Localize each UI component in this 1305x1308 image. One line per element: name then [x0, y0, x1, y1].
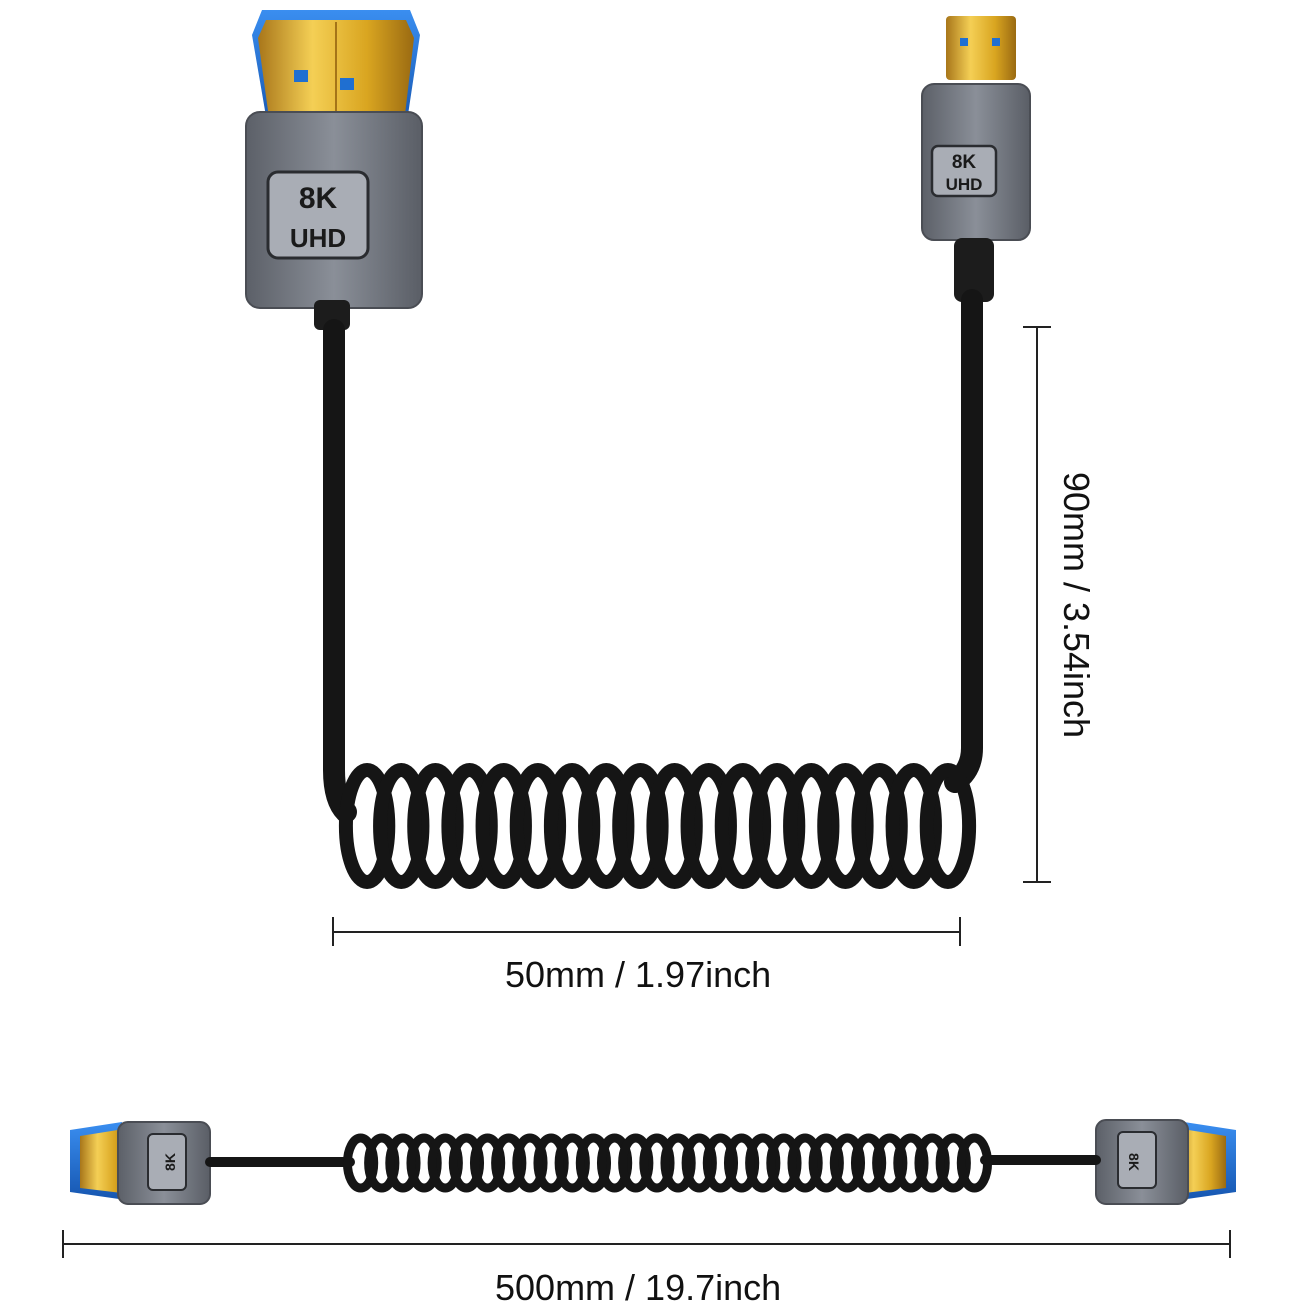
coil-loop	[851, 763, 908, 889]
coil-loop	[364, 1133, 400, 1193]
coil-loop	[714, 763, 772, 889]
coil-loop	[783, 763, 840, 889]
left-badge-text: 8K	[162, 1153, 178, 1171]
coil-loop	[748, 763, 806, 889]
badge-8k-text: 8K	[299, 182, 338, 215]
coil-loop	[373, 763, 430, 889]
micro-badge-uhd-text: UHD	[946, 175, 983, 194]
coil-loop	[829, 1133, 866, 1193]
hdmi-plug-right: 8K	[1095, 1119, 1236, 1205]
coil-loop	[681, 1133, 717, 1193]
coil-loop	[533, 1133, 569, 1193]
coil-loop	[745, 1133, 781, 1193]
coil-loop	[578, 763, 635, 889]
coil-loop	[766, 1133, 802, 1193]
coil-loop	[612, 763, 669, 889]
coil-loop	[509, 763, 567, 889]
dimension-width-marker	[332, 917, 961, 946]
coil-loop	[817, 763, 874, 889]
coil-loop	[385, 1133, 421, 1193]
coil-loop	[885, 763, 942, 889]
dimension-width-label: 50mm / 1.97inch	[505, 954, 772, 995]
coil-loop	[575, 1133, 612, 1193]
dimension-total-label: 500mm / 19.7inch	[495, 1267, 782, 1308]
coil-loop	[893, 1133, 929, 1193]
dimension-total-marker	[62, 1230, 1231, 1258]
coil-loop	[850, 1133, 887, 1193]
coil-loop	[543, 763, 601, 889]
coil-loop	[448, 1133, 485, 1193]
coil-loop	[914, 1133, 950, 1193]
coil-loop	[512, 1133, 548, 1193]
coil-loop	[919, 763, 977, 889]
coil-loop	[427, 1133, 463, 1193]
coil-loop	[702, 1133, 739, 1193]
dimension-height-marker	[1023, 326, 1051, 883]
coil-loop	[808, 1133, 844, 1193]
coil-loop	[660, 1133, 696, 1193]
coil-loop	[342, 1133, 379, 1193]
coil-loop	[787, 1133, 823, 1193]
micro-badge-8k-text: 8K	[952, 152, 977, 173]
coil-loop	[469, 1133, 506, 1193]
coil-loop	[441, 763, 498, 889]
coil-loop	[956, 1133, 993, 1193]
coil-loop	[935, 1133, 971, 1193]
hdmi-plug-left: 8K	[70, 1121, 211, 1205]
coil-loop	[639, 1133, 675, 1193]
coil-loop	[723, 1133, 760, 1193]
full-cable-view: 8K 8K	[70, 1119, 1236, 1205]
coil-loop	[407, 763, 464, 889]
hdmi-plug-large: 8K UHD	[245, 10, 423, 330]
coil-loop	[475, 763, 532, 889]
coil-loop	[872, 1133, 908, 1193]
coil-loop	[618, 1133, 654, 1193]
coil-loop	[596, 1133, 633, 1193]
right-badge-text: 8K	[1126, 1153, 1142, 1171]
coil-loop	[338, 763, 396, 889]
coil-loop	[491, 1133, 527, 1193]
coil-loop	[646, 763, 703, 889]
coil-loop	[406, 1133, 442, 1193]
dimension-height-label: 90mm / 3.54inch	[1056, 471, 1097, 739]
micro-hdmi-plug: 8K UHD	[921, 16, 1031, 302]
coil-loop	[680, 763, 737, 889]
badge-uhd-text: UHD	[290, 223, 346, 253]
coil-loop	[554, 1133, 590, 1193]
coiled-cable-top	[323, 289, 983, 889]
